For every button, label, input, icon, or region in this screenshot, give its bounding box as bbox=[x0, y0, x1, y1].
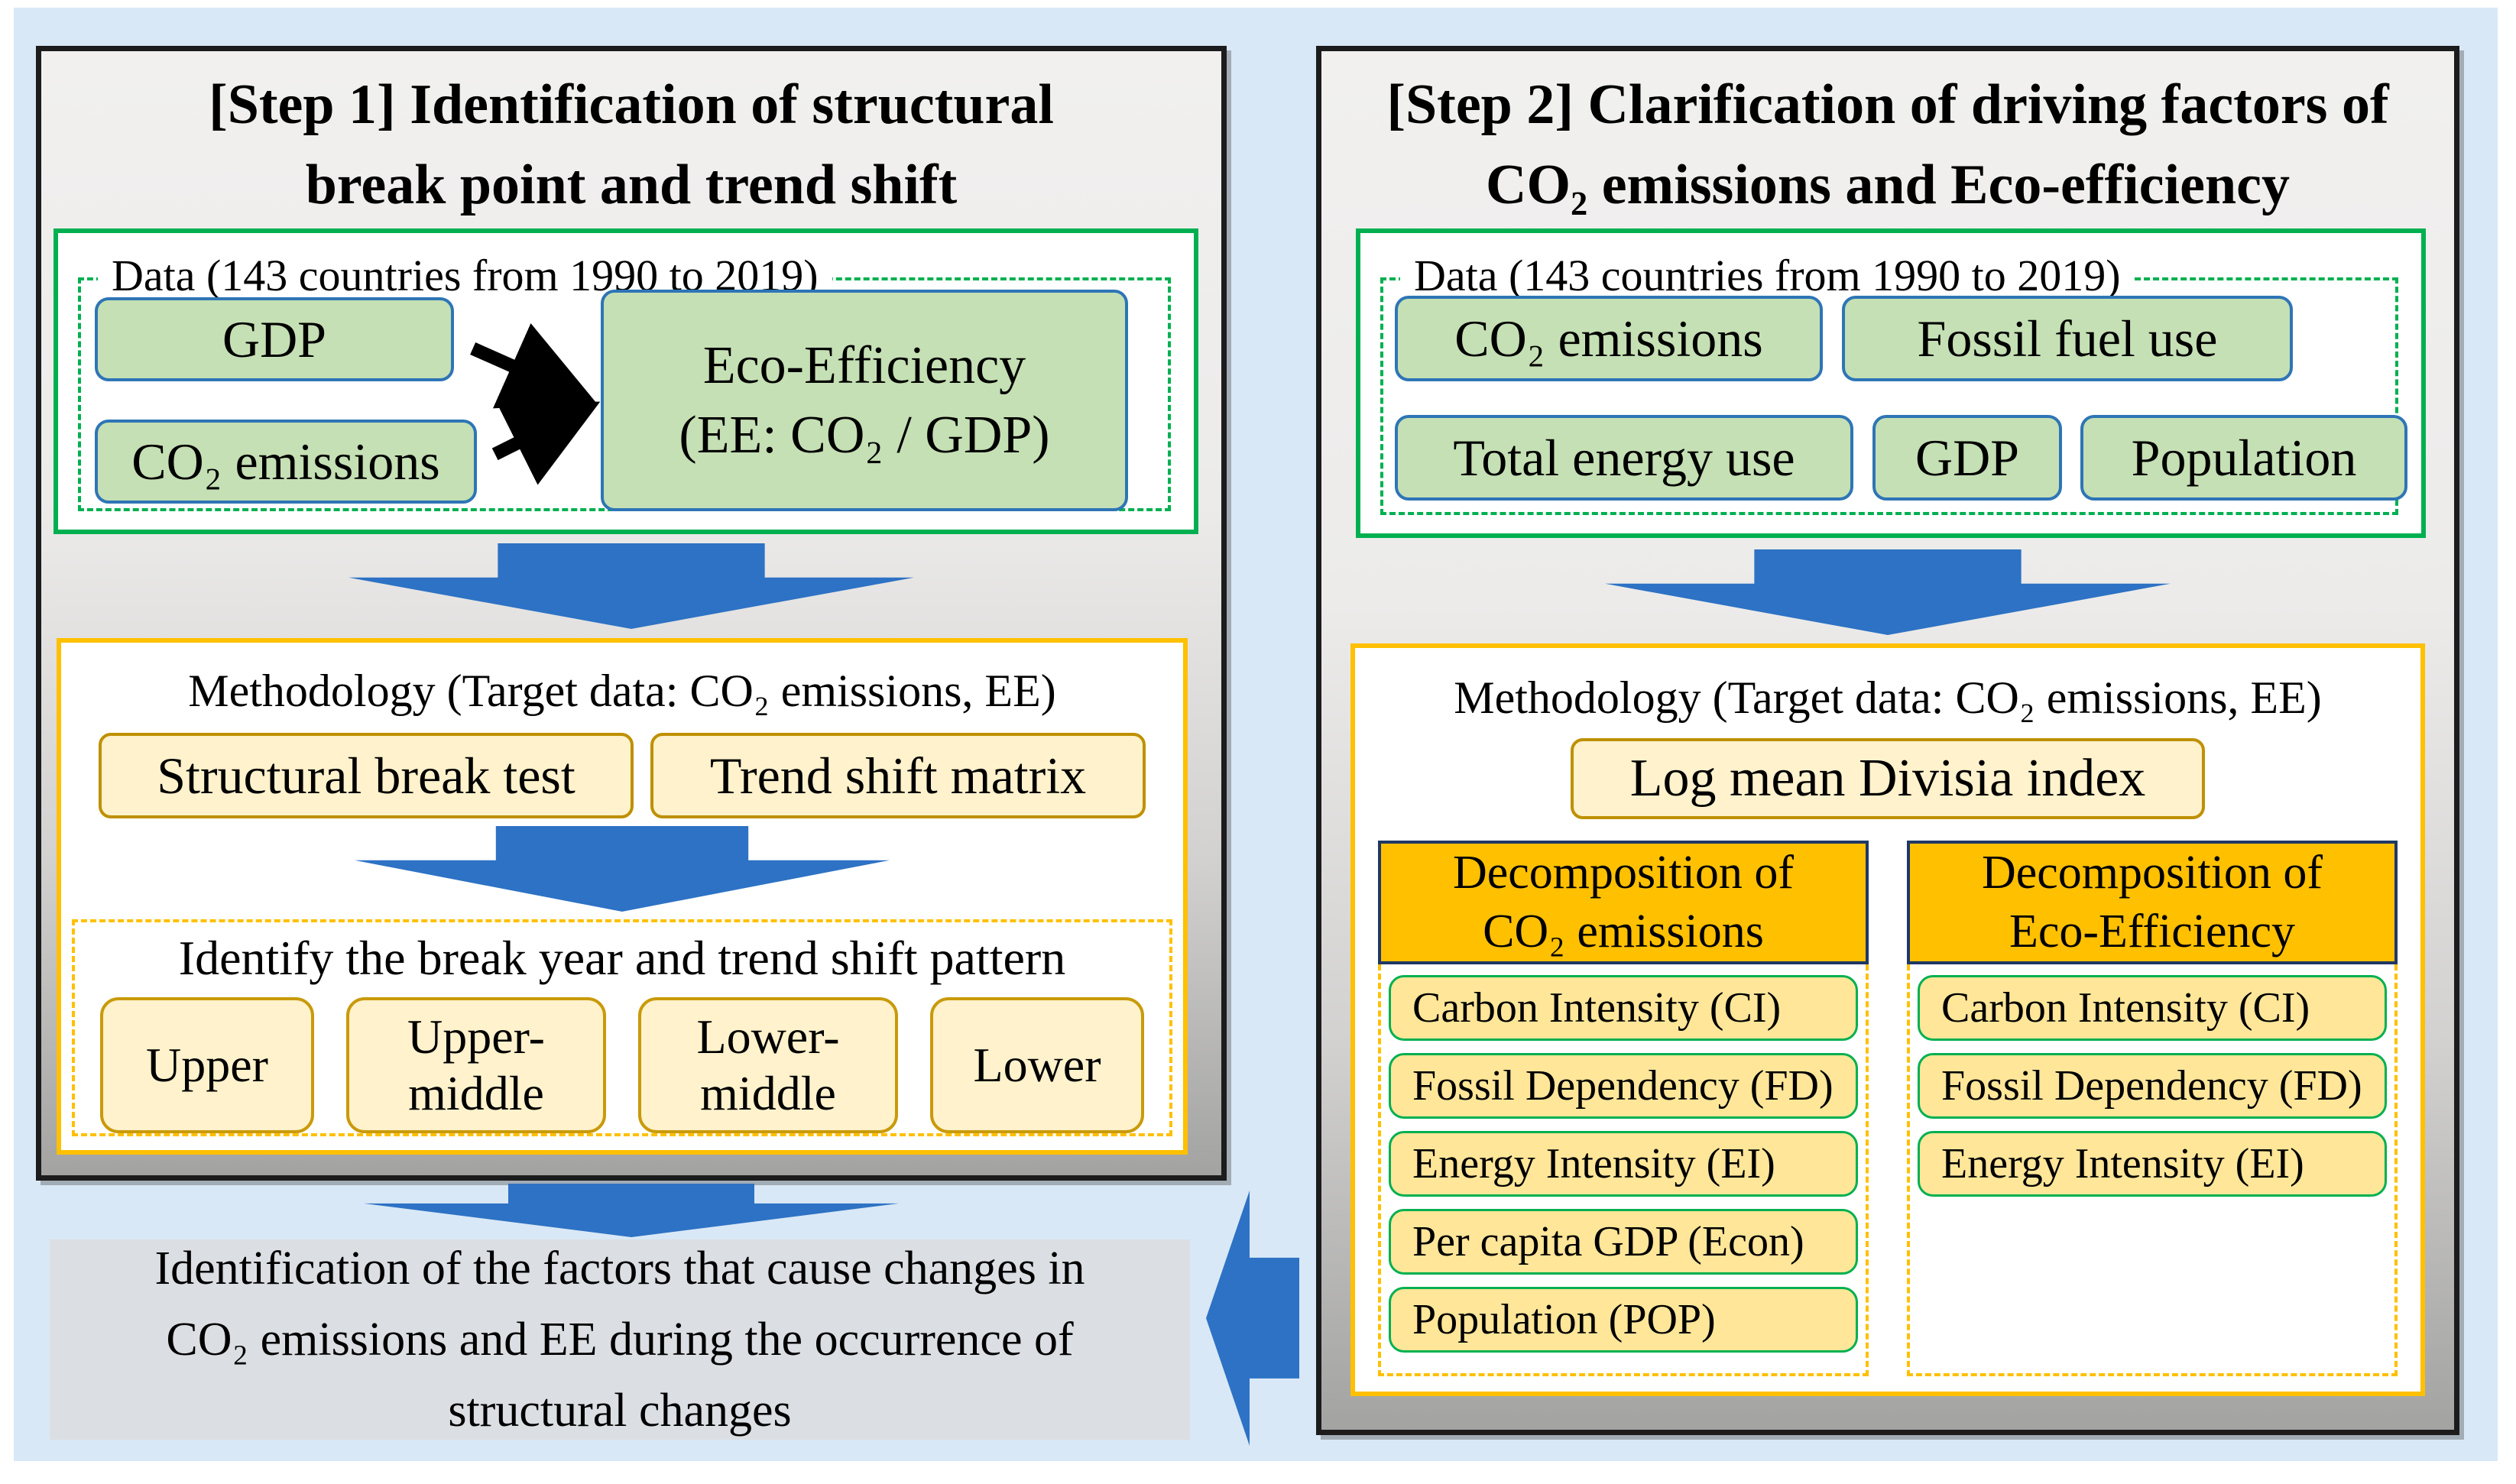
category-lower-box: Lower bbox=[930, 997, 1144, 1133]
structural-break-test-box: Structural break test bbox=[99, 733, 634, 818]
category-label: Upper bbox=[146, 1038, 268, 1093]
energy-intensity-item: Energy Intensity (EI) bbox=[1918, 1131, 2387, 1197]
category-label: Lower bbox=[973, 1038, 1101, 1093]
gdp-box: GDP bbox=[1872, 415, 2062, 501]
step1-inner-down-arrow-icon bbox=[355, 826, 890, 912]
result-line2: CO₂ emissions and EE during the occurren… bbox=[166, 1313, 1074, 1366]
step2-down-arrow-icon bbox=[1605, 549, 2171, 635]
result-line3: structural changes bbox=[448, 1384, 792, 1437]
carbon-intensity-item: Carbon Intensity (CI) bbox=[1918, 975, 2387, 1041]
energy-intensity-item: Energy Intensity (EI) bbox=[1389, 1131, 1858, 1197]
step2-data-dashed-region: Data (143 countries from 1990 to 2019) C… bbox=[1380, 250, 2407, 515]
header-line: CO₂ emissions bbox=[1483, 906, 1764, 957]
step2-data-box: Data (143 countries from 1990 to 2019) C… bbox=[1356, 228, 2426, 538]
step1-methodology-box: Methodology (Target data: CO₂ emissions,… bbox=[57, 638, 1188, 1155]
category-label: middle bbox=[700, 1066, 836, 1120]
category-label: middle bbox=[408, 1066, 544, 1120]
decomposition-columns: Decomposition of CO₂ emissions Carbon In… bbox=[1370, 841, 2405, 1376]
step2-methodology-title: Methodology (Target data: CO₂ emissions,… bbox=[1454, 672, 2322, 723]
income-category-row: Upper Upper- middle Lower- middle Lower bbox=[75, 997, 1169, 1133]
header-line: Decomposition of bbox=[1982, 846, 2323, 899]
fossil-dependency-item: Fossil Dependency (FD) bbox=[1918, 1053, 2387, 1119]
step1-data-label: Data (143 countries from 1990 to 2019) bbox=[98, 250, 832, 301]
header-line: Eco-Efficiency bbox=[2009, 906, 2296, 957]
co2-decomposition-header: Decomposition of CO₂ emissions bbox=[1378, 841, 1869, 964]
step2-title: [Step 2] Clarification of driving factor… bbox=[1321, 65, 2454, 225]
ee-decomposition-header: Decomposition of Eco-Efficiency bbox=[1907, 841, 2398, 964]
step1-title-line1: [Step 1] Identification of structural bbox=[209, 73, 1054, 136]
result-line1: Identification of the factors that cause… bbox=[154, 1242, 1085, 1294]
step2-data-label: Data (143 countries from 1990 to 2019) bbox=[1400, 250, 2135, 301]
step2-title-line2: CO₂ emissions and Eco-efficiency bbox=[1486, 154, 2290, 217]
eco-efficiency-line2: (EE: CO₂ / GDP) bbox=[679, 406, 1050, 465]
fossil-dependency-item: Fossil Dependency (FD) bbox=[1389, 1053, 1858, 1119]
trend-shift-matrix-box: Trend shift matrix bbox=[650, 733, 1146, 818]
population-box: Population bbox=[2080, 415, 2407, 501]
ee-decomposition-column: Decomposition of Eco-Efficiency Carbon I… bbox=[1907, 841, 2398, 1376]
total-energy-use-box: Total energy use bbox=[1395, 415, 1853, 501]
category-upper-middle-box: Upper- middle bbox=[346, 997, 606, 1133]
panel-to-result-down-arrow-icon bbox=[364, 1184, 899, 1237]
step1-methodology-title: Methodology (Target data: CO₂ emissions,… bbox=[188, 666, 1056, 716]
step1-tools-row: Structural break test Trend shift matrix bbox=[72, 733, 1172, 818]
step1-title: [Step 1] Identification of structural br… bbox=[41, 65, 1221, 225]
per-capita-gdp-item: Per capita GDP (Econ) bbox=[1389, 1209, 1858, 1275]
co2-decomposition-column: Decomposition of CO₂ emissions Carbon In… bbox=[1378, 841, 1869, 1376]
step2-title-line1: [Step 2] Clarification of driving factor… bbox=[1386, 73, 2389, 136]
carbon-intensity-item: Carbon Intensity (CI) bbox=[1389, 975, 1858, 1041]
co2-emissions-box: CO₂ emissions bbox=[1395, 296, 1823, 381]
step1-panel: [Step 1] Identification of structural br… bbox=[36, 46, 1227, 1181]
category-lower-middle-box: Lower- middle bbox=[638, 997, 898, 1133]
step2-methodology-box: Methodology (Target data: CO₂ emissions,… bbox=[1350, 643, 2425, 1396]
log-mean-divisia-index-box: Log mean Divisia index bbox=[1571, 738, 2205, 819]
identify-dashed-region: Identify the break year and trend shift … bbox=[72, 919, 1172, 1136]
population-item: Population (POP) bbox=[1389, 1287, 1858, 1353]
step2-panel: [Step 2] Clarification of driving factor… bbox=[1316, 46, 2459, 1435]
diagram-background: [Step 1] Identification of structural br… bbox=[14, 8, 2498, 1461]
category-label: Lower- bbox=[696, 1009, 840, 1064]
co2-emissions-box: CO₂ emissions bbox=[95, 420, 477, 504]
identify-label: Identify the break year and trend shift … bbox=[178, 931, 1066, 985]
fossil-fuel-use-box: Fossil fuel use bbox=[1842, 296, 2293, 381]
step1-data-box: Data (143 countries from 1990 to 2019) G… bbox=[53, 228, 1198, 534]
eco-efficiency-box: Eco-Efficiency (EE: CO₂ / GDP) bbox=[601, 290, 1128, 511]
ee-decomposition-items: Carbon Intensity (CI) Fossil Dependency … bbox=[1907, 964, 2398, 1376]
step1-title-line2: break point and trend shift bbox=[305, 154, 958, 217]
category-upper-box: Upper bbox=[100, 997, 314, 1133]
result-box: Identification of the factors that cause… bbox=[50, 1239, 1190, 1440]
co2-decomposition-items: Carbon Intensity (CI) Fossil Dependency … bbox=[1378, 964, 1869, 1376]
step1-down-arrow-icon bbox=[349, 543, 914, 629]
header-line: Decomposition of bbox=[1453, 846, 1794, 899]
step2-to-result-left-arrow-icon bbox=[1206, 1191, 1299, 1446]
step1-data-dashed-region: Data (143 countries from 1990 to 2019) G… bbox=[78, 250, 1171, 511]
gdp-box: GDP bbox=[95, 297, 454, 381]
eco-efficiency-line1: Eco-Efficiency bbox=[702, 336, 1026, 395]
category-label: Upper- bbox=[407, 1009, 545, 1064]
